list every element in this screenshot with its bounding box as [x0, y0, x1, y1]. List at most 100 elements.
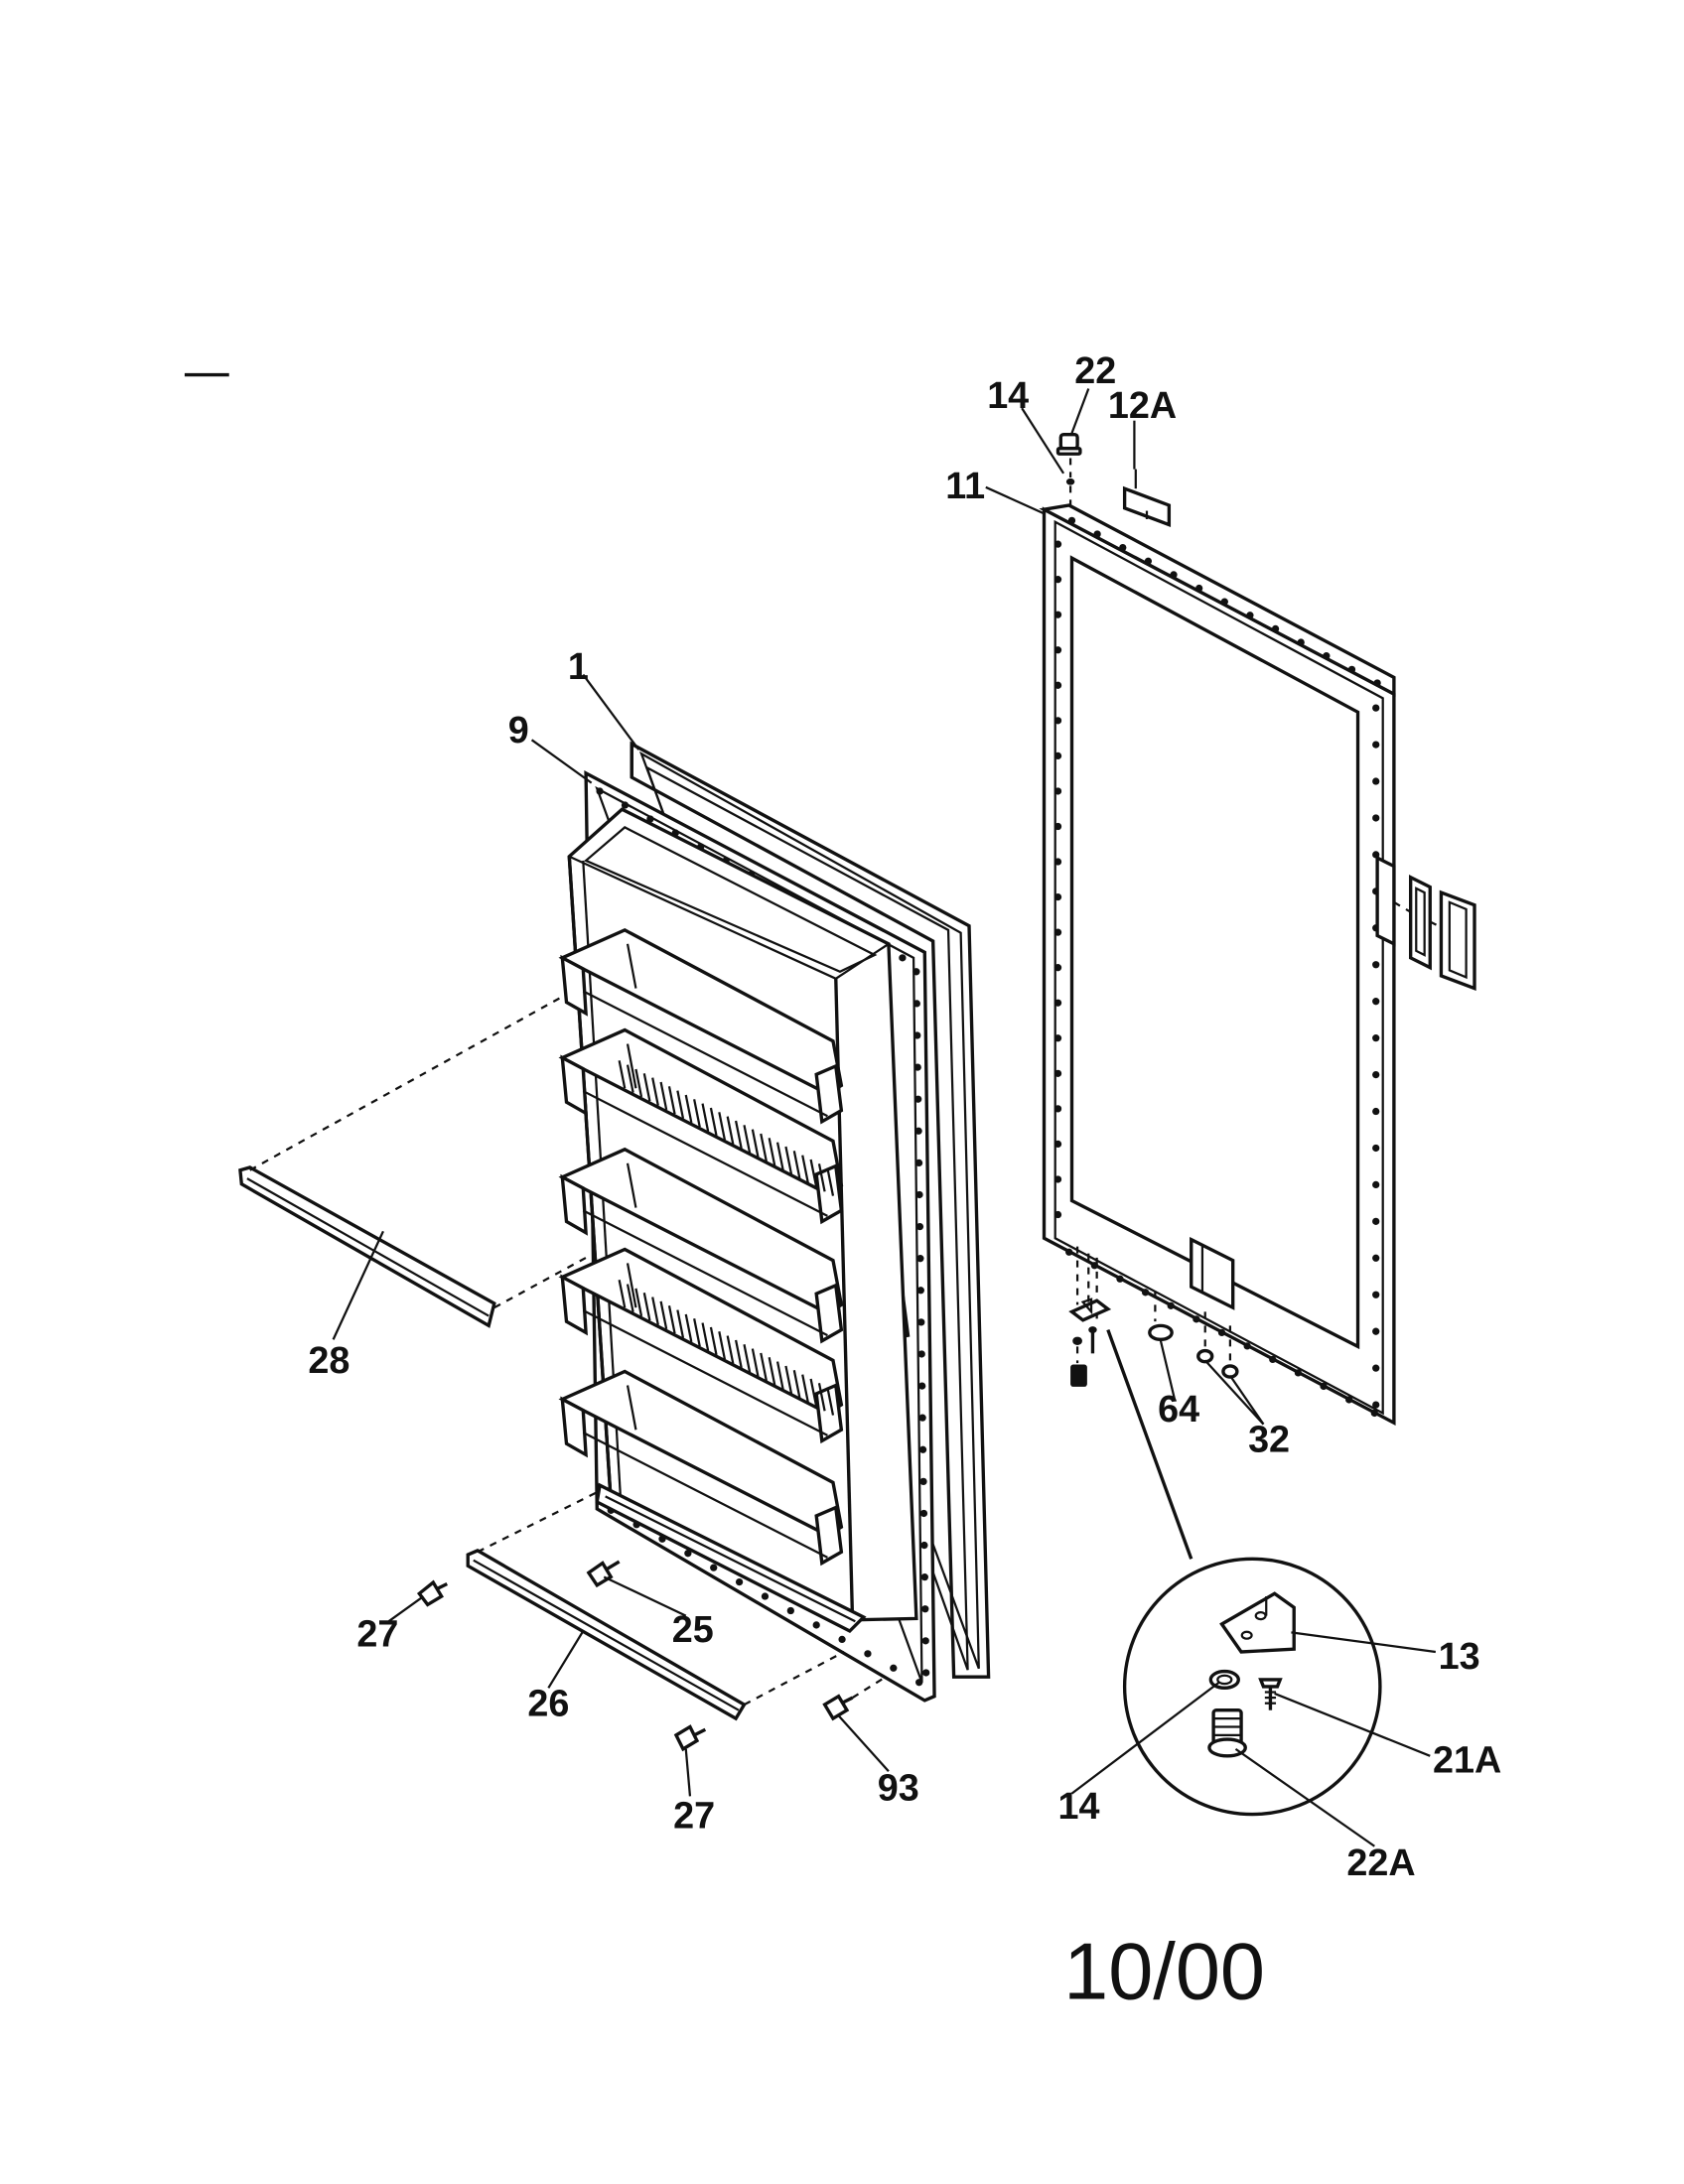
- screw-hole: [1246, 612, 1254, 619]
- callout-22-top: 22: [1074, 349, 1116, 391]
- screw-hole: [1141, 1289, 1150, 1297]
- screw-hole: [1167, 1301, 1175, 1309]
- screw-hole: [912, 1000, 920, 1008]
- door-shelf: [558, 1247, 844, 1444]
- screw-hole: [1372, 1144, 1380, 1153]
- screw-hole: [1053, 787, 1062, 795]
- callout-32: 32: [1248, 1419, 1290, 1460]
- screw-hole: [1053, 892, 1062, 901]
- screw-hole: [1065, 1248, 1073, 1256]
- screw-hole: [918, 1382, 926, 1390]
- screw-hole: [914, 1127, 922, 1135]
- callout-25: 25: [672, 1608, 714, 1650]
- screw-hole: [1372, 1070, 1380, 1079]
- gasket-64: [1148, 1323, 1174, 1342]
- screw-hole: [1053, 822, 1062, 831]
- screw-27-bottom: [673, 1724, 707, 1752]
- screw-hole: [915, 1222, 924, 1231]
- screw-hole: [1220, 598, 1228, 606]
- screw-hole: [1144, 557, 1153, 565]
- screw-hole: [1372, 961, 1380, 969]
- door-shelf: [558, 1027, 844, 1225]
- callout-26: 26: [527, 1682, 569, 1723]
- screw-hole: [1053, 751, 1062, 760]
- callout-27-bottom: 27: [673, 1795, 715, 1837]
- screw-hole: [1053, 681, 1062, 689]
- screw-hole: [922, 1669, 930, 1677]
- screw-25: [586, 1560, 621, 1588]
- screw-hole: [1372, 1033, 1380, 1042]
- door-shelf: [558, 1147, 844, 1344]
- screw-hole: [1053, 1105, 1062, 1113]
- screw-hole: [1370, 1409, 1378, 1418]
- callout-21a: 21A: [1433, 1739, 1501, 1781]
- screw-hole: [918, 1414, 926, 1422]
- hinge-bracket-13: [1219, 1591, 1296, 1654]
- leader-lines: [332, 388, 1436, 1847]
- screw-hole: [914, 1095, 922, 1103]
- screw-hole: [921, 1605, 929, 1613]
- screw-hole: [710, 1564, 718, 1571]
- screw-hole: [1217, 1328, 1226, 1337]
- screw-hole: [1372, 1254, 1380, 1262]
- screw-hole: [1067, 516, 1076, 524]
- outer-door-panel: [1039, 503, 1476, 1427]
- screw-hole: [918, 1445, 927, 1453]
- screw-hole: [596, 787, 604, 795]
- screw-hole: [1294, 1369, 1303, 1377]
- screw-hole: [913, 1031, 921, 1039]
- screw-hole: [919, 1509, 928, 1518]
- screw-hole: [1053, 1140, 1062, 1149]
- plug-32b: [1221, 1364, 1239, 1379]
- callout-93: 93: [878, 1767, 919, 1809]
- screw-hole: [1053, 858, 1062, 866]
- screw-hole: [1372, 704, 1380, 712]
- screw-93: [822, 1676, 887, 1721]
- screw-hole: [621, 801, 630, 809]
- screw-hole: [1372, 777, 1380, 785]
- screw-hole: [890, 1664, 898, 1672]
- screw-hole: [735, 1577, 744, 1586]
- screw-hole: [1372, 814, 1380, 822]
- screw-hole: [1053, 1175, 1062, 1183]
- screw-hole: [915, 1190, 923, 1199]
- screw-hole: [917, 1350, 925, 1358]
- screw-hole: [899, 954, 907, 962]
- screw-hole: [1320, 1382, 1328, 1391]
- screw-hole: [1053, 1210, 1062, 1219]
- screw-hole: [786, 1606, 794, 1615]
- callout-64: 64: [1158, 1388, 1199, 1430]
- screw-hole: [1347, 665, 1356, 673]
- screw-hole: [915, 1679, 923, 1687]
- screw-hole: [1053, 611, 1062, 618]
- screw-hole: [917, 1318, 925, 1326]
- screw-hole: [1372, 741, 1380, 749]
- screw-hole: [1116, 1275, 1124, 1283]
- callout-9: 9: [508, 709, 529, 751]
- callout-28: 28: [308, 1339, 350, 1381]
- screw-hole: [684, 1550, 692, 1558]
- screw-hole: [914, 1159, 923, 1167]
- screw-hole: [1372, 1180, 1380, 1189]
- screw-hole: [1053, 717, 1062, 725]
- screw-hole: [1271, 624, 1280, 633]
- screw-hole: [1372, 1291, 1380, 1298]
- shelf-retainer-bar-28: [238, 996, 590, 1328]
- screw-hole: [916, 1287, 924, 1295]
- screw-hole: [864, 1650, 872, 1658]
- bottom-trim-bar-26: [466, 1491, 845, 1721]
- top-hinge-parts: [1055, 432, 1172, 527]
- screw-hole: [1372, 1364, 1380, 1372]
- screw-hole: [1053, 928, 1062, 936]
- date-code: 10/00: [1063, 1928, 1265, 2017]
- screw-hole: [1372, 1401, 1380, 1409]
- screw-hole: [1119, 543, 1127, 552]
- screw-hole: [916, 1255, 924, 1263]
- screw-hole: [838, 1635, 846, 1644]
- screw-hole: [1269, 1355, 1277, 1364]
- plug-32a: [1196, 1348, 1214, 1364]
- screw-hole: [919, 1477, 927, 1486]
- screw-hole: [1053, 540, 1062, 548]
- bottom-trim: [595, 1482, 867, 1634]
